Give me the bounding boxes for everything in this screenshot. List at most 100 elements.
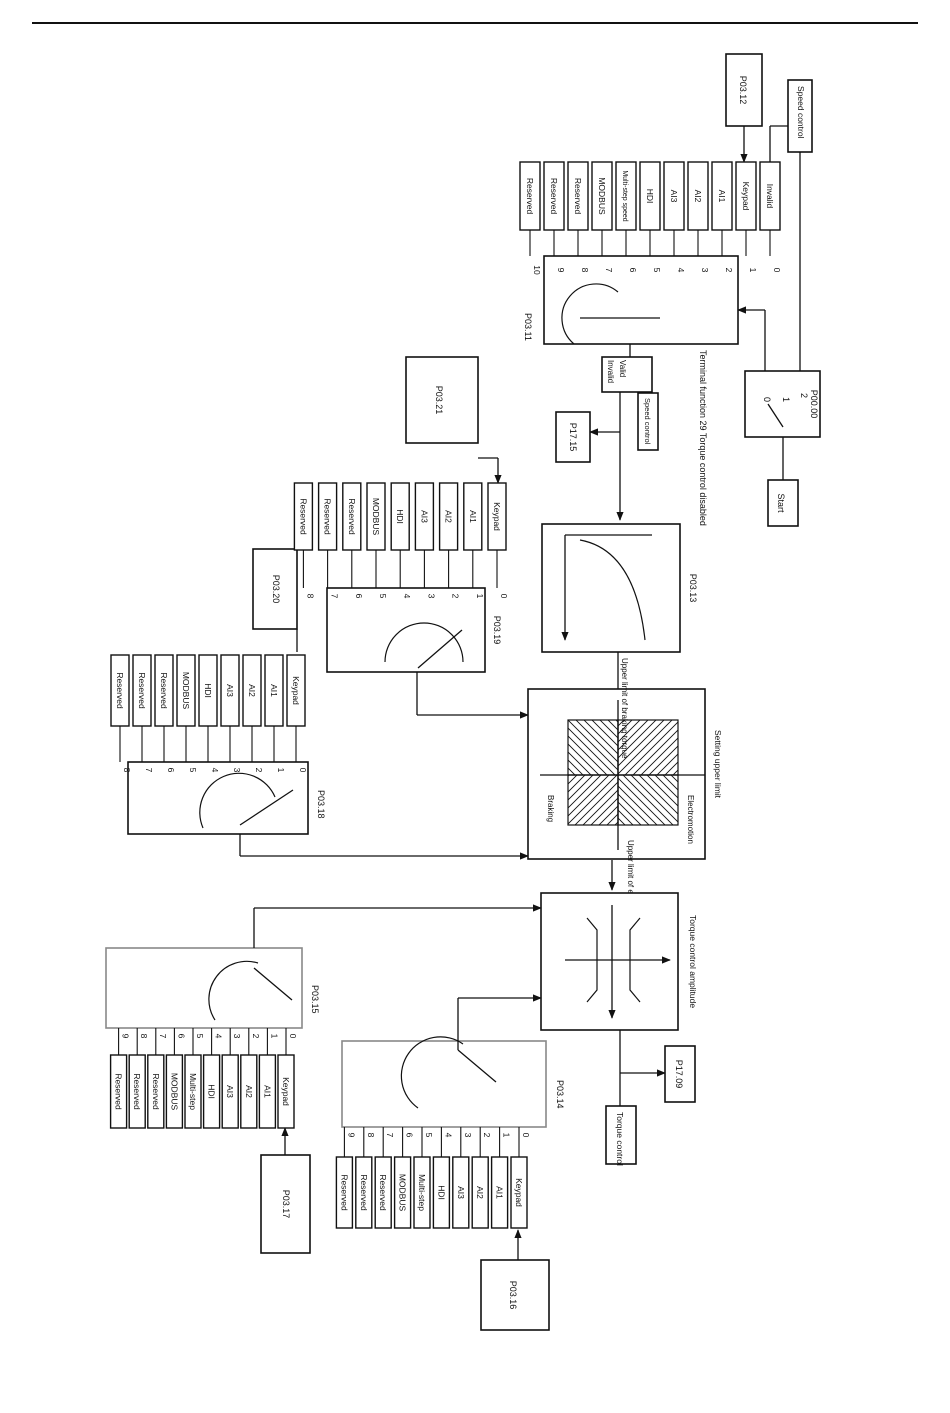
p0319-port-number: 6 [354,594,364,599]
p0000-port-0: 0 [762,397,772,402]
braking-upper-hatch [567,719,619,776]
p0318-source-label: HDI [203,683,213,698]
p0314-source-label: HDI [436,1185,446,1200]
p0311-port-number: 8 [580,268,590,273]
p0314-port-number: 1 [502,1133,512,1138]
p0317-label: P03.17 [281,1190,291,1219]
p0319-source-label: AI2 [444,510,454,523]
p0318-source-label: AI2 [247,684,257,697]
p0311-source-label: AI1 [717,190,727,203]
p0315-source-label: AI3 [225,1085,235,1098]
torque-control-label: Torque control [615,1112,625,1166]
p0314-box [341,1040,547,1128]
p0318-source-label: Reserved [115,672,125,709]
p0319-source-label: Reserved [323,498,333,535]
p0311-port-number: 9 [556,268,566,273]
p0312-label: P03.12 [738,76,748,105]
p0318-port-number: 2 [254,768,264,773]
p0318-source-label: Keypad [291,676,301,705]
p0319-port-number: 0 [499,594,509,599]
p0318-source-label: AI3 [225,684,235,697]
p0319-source-label: Reserved [298,498,308,535]
braking-label: Braking [546,795,555,822]
p0311-port-number: 1 [748,268,758,273]
p0315-port-number: 2 [251,1034,261,1039]
torque-amplitude-box [540,892,679,1031]
p0311-source-label: Reserved [573,178,583,215]
p0311-box [543,255,739,345]
p0318-label: P03.18 [316,790,326,819]
p0315-source-label: AI1 [262,1085,272,1098]
p0314-port-number: 3 [463,1133,473,1138]
p0314-label: P03.14 [555,1080,565,1109]
p0315-source-label: Reserved [114,1073,124,1110]
p0318-port-number: 8 [122,768,132,773]
p0311-port-number: 4 [676,268,686,273]
p0318-box [127,761,309,835]
p0311-port-number: 3 [700,268,710,273]
p0319-source-label: AI3 [419,510,429,523]
p0318-port-number: 6 [166,768,176,773]
p0311-selector: P03.11 [523,255,739,345]
p0315-selector: P03.15 [105,947,320,1029]
torque-control-box [605,1105,637,1165]
p0311-port-number: 0 [772,268,782,273]
p1715-label: P17.15 [568,423,578,452]
p0318-source-label: Reserved [159,672,169,709]
p0314-source-label: Multi-step [417,1174,427,1211]
p0319-box [326,587,486,673]
p0316-box [480,1259,550,1331]
p0311-port-number: 6 [628,268,638,273]
p0311-port-number: 7 [604,268,614,273]
p0311-source-label: Multi-step speed [621,170,628,221]
p0318-port-number: 7 [144,768,154,773]
p0319-port-number: 2 [451,594,461,599]
p0314-source-label: MODBUS [398,1174,408,1212]
p0318-port-number: 0 [298,768,308,773]
valid-invalid-switch [601,356,653,393]
p0319-selector: P03.19 [326,587,502,673]
electromotion-label: Electromotion [686,795,695,844]
p0318-port-number: 4 [210,768,220,773]
p0311-source-label: AI3 [669,190,679,203]
torque-limit-quadrant [527,688,706,860]
p0314-source-label: AI3 [456,1186,466,1199]
p0319-port-number: 4 [402,594,412,599]
p0319-port-number: 5 [378,594,388,599]
p0315-port-number: 9 [121,1034,131,1039]
p0315-source-label: AI2 [244,1085,254,1098]
p0315-port-number: 5 [195,1034,205,1039]
p0313-label: P03.13 [688,574,698,603]
p0313-box [541,523,681,653]
p0315-source-label: Keypad [281,1077,291,1106]
p0315-port-number: 8 [139,1034,149,1039]
p0320-box [252,548,298,630]
p0319-source-label: HDI [395,509,405,524]
terminal-note: Terminal function 29 Torque control disa… [698,350,708,526]
p0319-source-label: Keypad [492,502,502,531]
p0318-port-number: 5 [188,768,198,773]
p0315-port-number: 3 [232,1034,242,1039]
p1709-box [664,1045,696,1103]
p0315-label: P03.15 [310,985,320,1014]
p0321-label: P03.21 [434,386,444,415]
p0316-label: P03.16 [508,1281,518,1310]
p0314-selector: P03.14 [341,1036,565,1128]
p0311-port-number: 10 [532,265,542,275]
p1715-box [555,411,591,463]
p0311-source-label: Keypad [741,182,751,211]
p0314-port-number: 4 [443,1133,453,1138]
p0315-source-label: Reserved [151,1073,161,1110]
p0000-port-1: 1 [781,397,791,402]
p0319-source-label: AI1 [468,510,478,523]
p0314-source-label: AI1 [495,1186,505,1199]
p0318-source-label: MODBUS [181,672,191,710]
p0314-source-label: Reserved [378,1174,388,1211]
p0314-port-number: 5 [424,1133,434,1138]
p0000-port-2: 2 [799,393,809,398]
p0314-port-number: 0 [521,1133,531,1138]
p0311-source-label: HDI [645,189,655,204]
p0315-source-label: Reserved [132,1073,142,1110]
p0311-label: P03.11 [523,313,533,341]
